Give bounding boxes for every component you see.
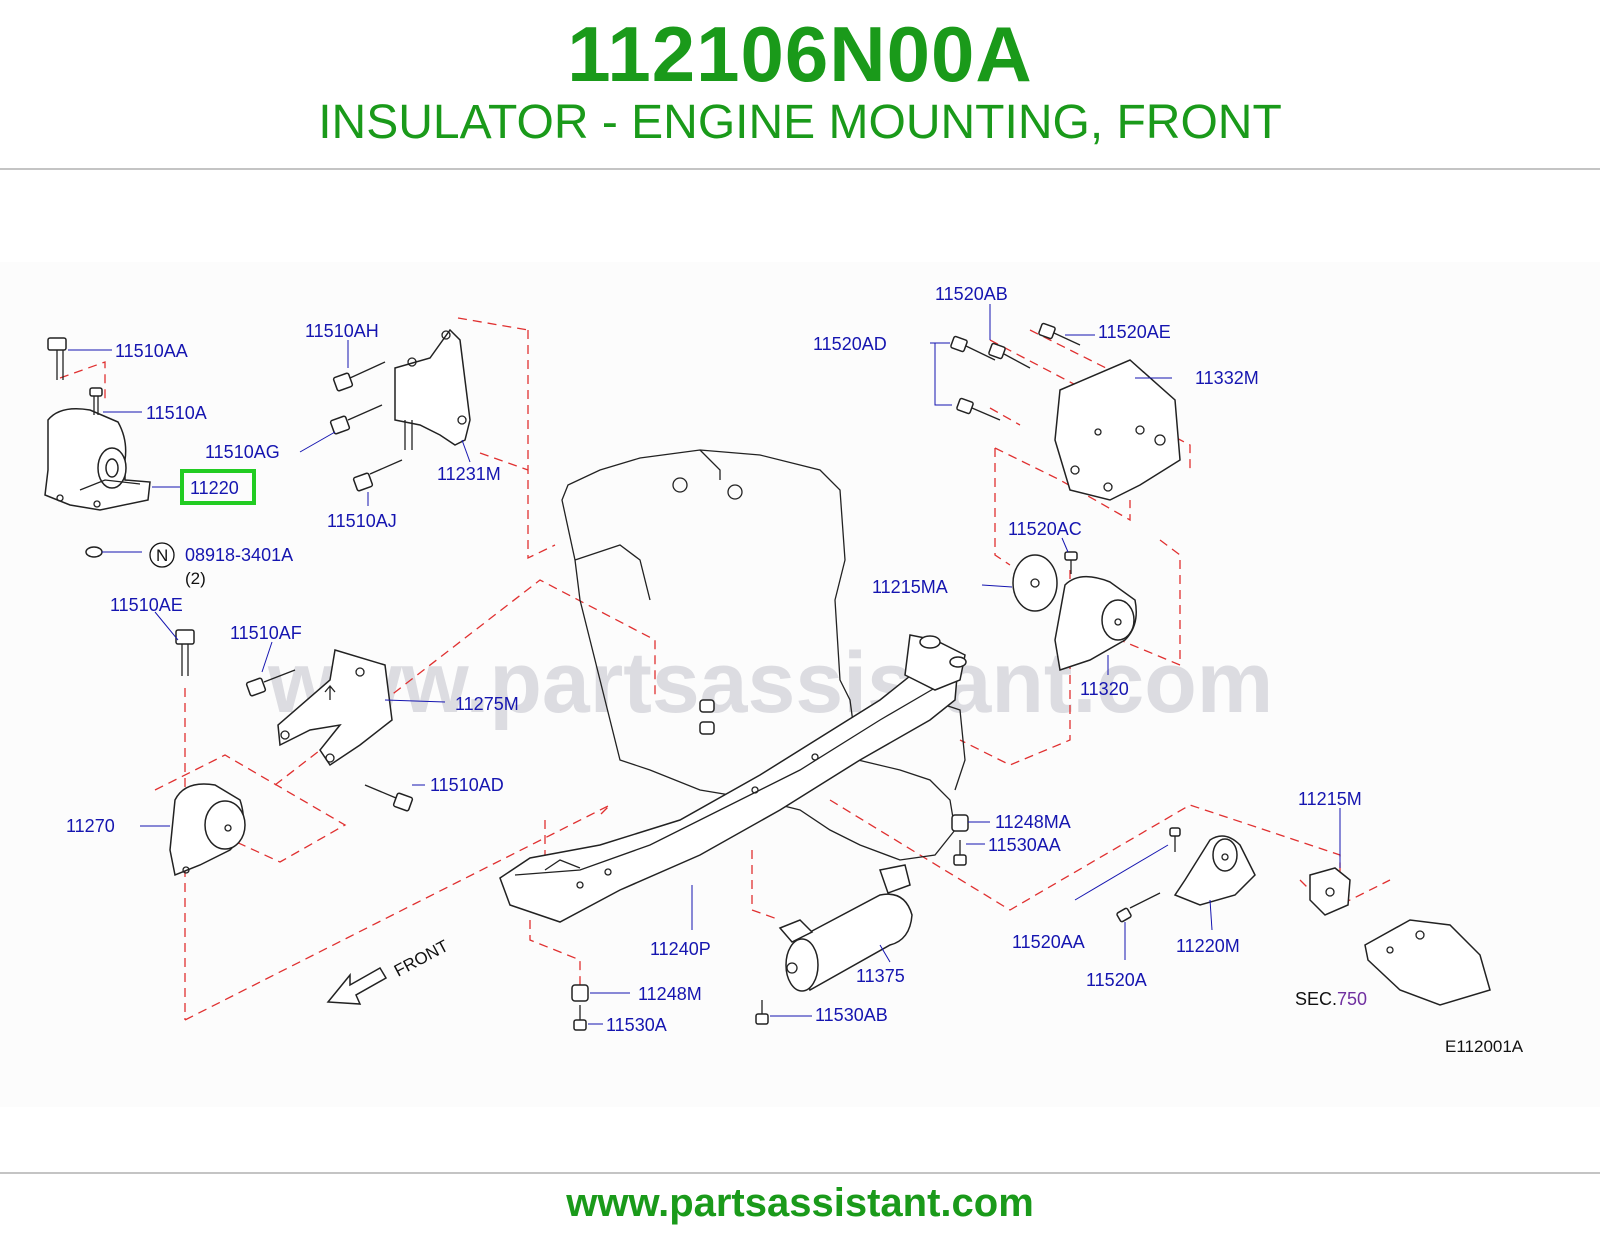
label-11520AB[interactable]: 11520AB xyxy=(935,284,1008,304)
section-prefix: SEC. xyxy=(1295,989,1337,1009)
bolt-11530AB xyxy=(755,1000,769,1025)
insulator-11270 xyxy=(169,783,246,877)
label-11220M[interactable]: 11220M xyxy=(1176,936,1240,956)
insulator-11220 xyxy=(44,408,151,511)
frame-bracket-sec750 xyxy=(1364,919,1491,1006)
part-description: INSULATOR - ENGINE MOUNTING, FRONT xyxy=(318,96,1282,149)
highlighted-part-box xyxy=(180,469,256,505)
damper-11375 xyxy=(778,864,913,992)
stopper-11248M xyxy=(571,984,589,1002)
bolt-11510AG xyxy=(329,404,383,435)
bolt-11510AH xyxy=(332,361,386,392)
label-11530A[interactable]: 11530A xyxy=(606,1015,667,1035)
section-number[interactable]: 750 xyxy=(1337,989,1367,1009)
label-11220[interactable]: 11220 xyxy=(190,478,239,498)
stopper-11248MA xyxy=(951,814,969,832)
leader-lines xyxy=(68,304,1341,1025)
label-11332M[interactable]: 11332M xyxy=(1195,368,1259,388)
label-11510AH[interactable]: 11510AH xyxy=(305,321,379,341)
nut-08918 xyxy=(85,546,103,558)
label-11275M[interactable]: 11275M xyxy=(455,694,519,714)
note-marker: N xyxy=(156,546,168,565)
label-11510AG[interactable]: 11510AG xyxy=(205,442,280,462)
footer-divider xyxy=(0,1172,1600,1174)
bolt-11510AA xyxy=(47,337,67,380)
label-11240P[interactable]: 11240P xyxy=(650,939,711,959)
label-11520AD[interactable]: 11520AD xyxy=(813,334,887,354)
front-arrow xyxy=(326,966,388,1005)
bolt-11510A xyxy=(89,387,103,415)
label-11520AC[interactable]: 11520AC xyxy=(1008,519,1082,539)
bolt-11510AD xyxy=(364,784,414,812)
bolt-11520AD xyxy=(950,335,1001,421)
label-11375[interactable]: 11375 xyxy=(856,966,905,986)
label-11510AE[interactable]: 11510AE xyxy=(110,595,183,615)
label-11215MA[interactable]: 11215MA xyxy=(872,577,948,597)
bolt-11520AC xyxy=(1064,551,1078,574)
bolt-11510AE xyxy=(175,629,195,676)
note-marker-circle xyxy=(149,542,175,568)
label-11248M[interactable]: 11248M xyxy=(638,984,702,1004)
label-11520AA[interactable]: 11520AA xyxy=(1012,932,1085,952)
insulator-11220M xyxy=(1173,835,1256,906)
bolt-11510AJ xyxy=(352,459,403,492)
label-11530AB[interactable]: 11530AB xyxy=(815,1005,888,1025)
label-11231M[interactable]: 11231M xyxy=(437,464,501,484)
label-11520A[interactable]: 11520A xyxy=(1086,970,1147,990)
label-11510AF[interactable]: 11510AF xyxy=(230,623,302,643)
bracket-11231M xyxy=(394,328,471,450)
part-labels[interactable]: 11510AA 11510A 11220 08918-3401A 11510AH… xyxy=(66,284,1362,1035)
part-number-title: 112106N00A xyxy=(567,10,1033,98)
front-crossmember xyxy=(499,634,967,923)
label-11520AE[interactable]: 11520AE xyxy=(1098,322,1171,342)
bolt-11530AA xyxy=(953,840,967,866)
bracket-11332M xyxy=(1054,359,1181,501)
insulator-11320 xyxy=(1054,576,1137,671)
bolt-11520A xyxy=(1116,892,1161,923)
label-11510A[interactable]: 11510A xyxy=(146,403,207,423)
diagram-code: E112001A xyxy=(1445,1037,1524,1056)
bracket-11215M xyxy=(1309,867,1351,916)
bolt-11520AA xyxy=(1169,827,1181,852)
section-reference[interactable]: SEC.750 xyxy=(1295,989,1367,1009)
footer-url[interactable]: www.partsassistant.com xyxy=(566,1181,1034,1225)
label-11510AA[interactable]: 11510AA xyxy=(115,341,188,361)
label-11215M[interactable]: 11215M xyxy=(1298,789,1362,809)
bolt-11510AF xyxy=(245,669,296,697)
label-11510AJ[interactable]: 11510AJ xyxy=(327,511,397,531)
label-11248MA[interactable]: 11248MA xyxy=(995,812,1071,832)
label-11510AD[interactable]: 11510AD xyxy=(430,775,504,795)
label-08918-3401A[interactable]: 08918-3401A xyxy=(185,545,293,565)
bracket-11275M xyxy=(277,649,393,767)
bolt-11520AB xyxy=(988,342,1031,369)
qty-note: (2) xyxy=(185,569,206,588)
front-label: FRONT xyxy=(391,936,452,980)
bolt-11520AE xyxy=(1038,322,1081,346)
bolt-11530A xyxy=(573,1005,587,1031)
label-11270[interactable]: 11270 xyxy=(66,816,115,836)
header-divider xyxy=(0,168,1600,170)
label-11530AA[interactable]: 11530AA xyxy=(988,835,1061,855)
washer-11215MA xyxy=(1012,554,1058,612)
label-11320[interactable]: 11320 xyxy=(1080,679,1129,699)
